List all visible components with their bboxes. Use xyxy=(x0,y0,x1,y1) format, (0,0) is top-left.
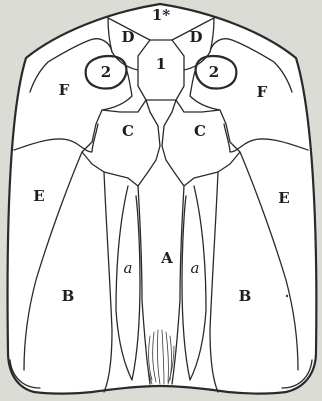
label-1star: 1* xyxy=(152,6,170,24)
label-1: 1 xyxy=(156,55,166,73)
label-B-left: B xyxy=(62,287,75,305)
label-a-left: a xyxy=(124,259,133,277)
label-E-left: E xyxy=(33,187,44,205)
label-2-left: 2 xyxy=(101,63,111,81)
label-a-right: a xyxy=(191,259,200,277)
label-C-right: C xyxy=(194,122,206,140)
label-F-right: F xyxy=(257,83,268,101)
speck xyxy=(286,295,288,297)
label-E-right: E xyxy=(278,189,289,207)
label-2-right: 2 xyxy=(209,63,219,81)
label-D-left: D xyxy=(121,28,134,46)
label-C-left: C xyxy=(122,122,134,140)
label-A: A xyxy=(160,249,173,267)
label-B-right: B xyxy=(239,287,252,305)
label-D-right: D xyxy=(189,28,202,46)
label-F-left: F xyxy=(59,81,70,99)
